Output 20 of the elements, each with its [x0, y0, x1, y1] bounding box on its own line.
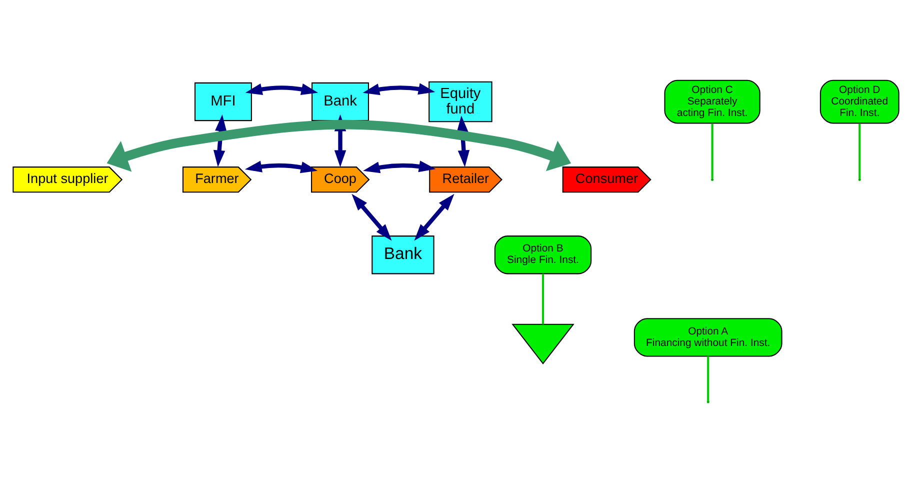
node-triangle [511, 324, 574, 364]
node-box: Bank [371, 236, 434, 274]
arrow [351, 194, 392, 241]
arrow [106, 120, 571, 172]
node-box: Option C Separately acting Fin. Inst. [664, 80, 760, 124]
node-box: Option D Coordinated Fin. Inst. [819, 80, 899, 124]
connector [710, 124, 713, 178]
arrow [362, 160, 436, 174]
node-box: Bank [311, 82, 368, 122]
node-box: MFI [194, 82, 252, 122]
connector [858, 124, 860, 178]
node-box: Option B Single Fin. Inst. [494, 236, 592, 274]
arrow [414, 194, 454, 241]
connector [706, 356, 709, 402]
node-box: Equity fund [428, 81, 492, 122]
connector [541, 274, 544, 324]
arrow [244, 83, 318, 95]
arrow [362, 83, 435, 96]
arrow [244, 160, 318, 174]
node-box: Option A Financing without Fin. Inst. [633, 318, 782, 357]
